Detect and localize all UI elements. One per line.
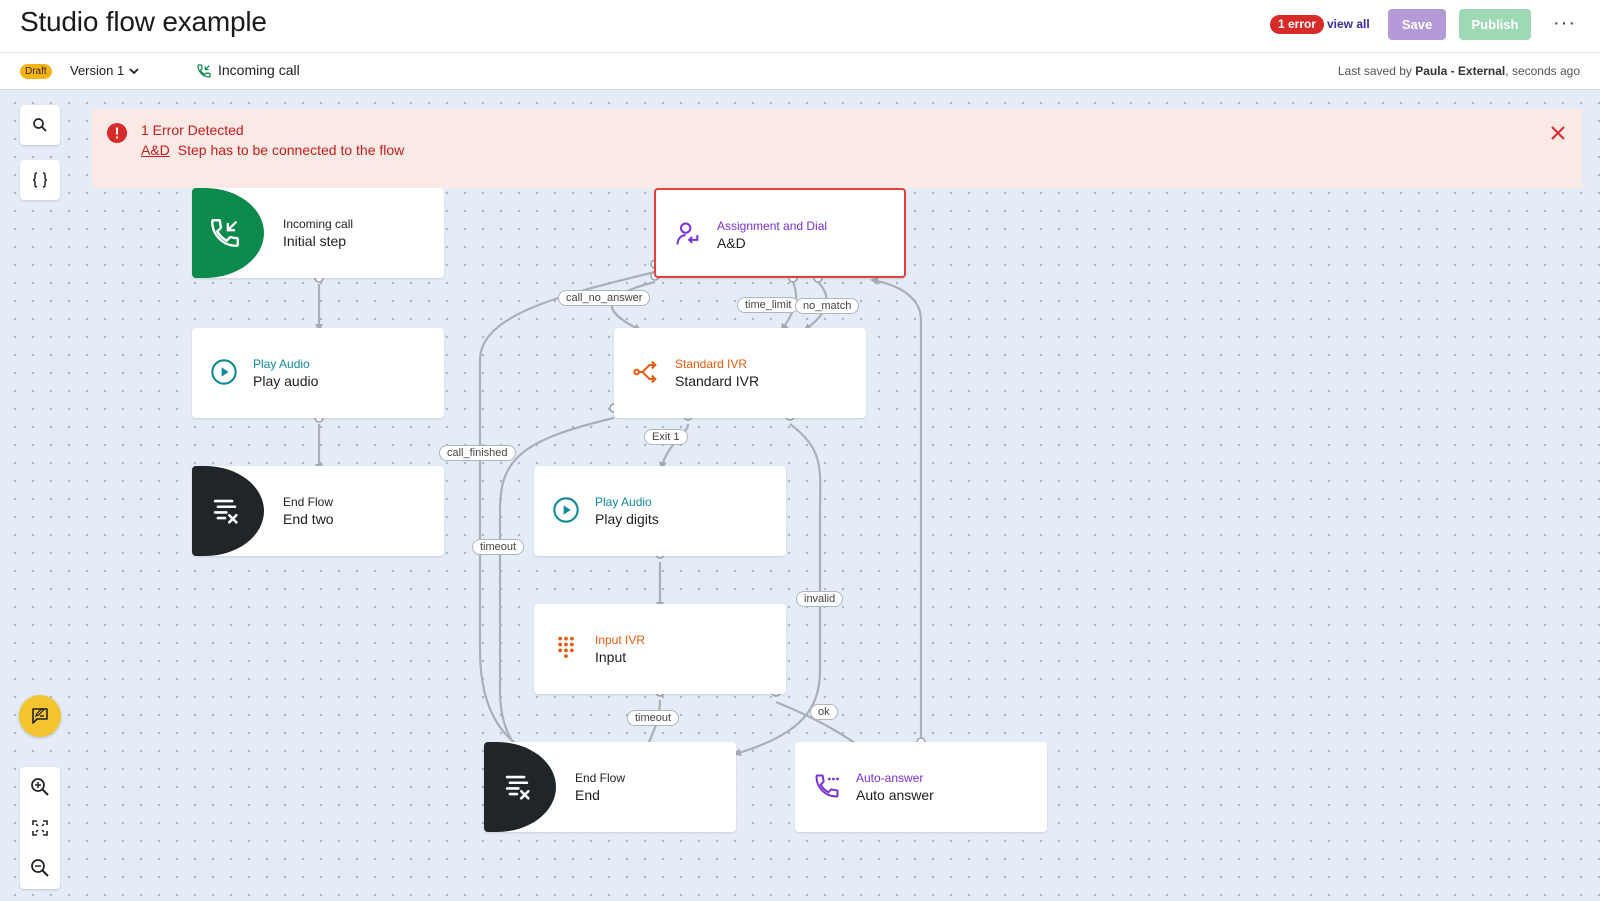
node-name: Standard IVR — [675, 373, 760, 389]
node-type-label: Incoming call — [283, 217, 354, 231]
node-assignment-and-dial[interactable]: Assignment and Dial A&D — [654, 188, 906, 278]
more-options-icon[interactable]: ··· — [1553, 12, 1576, 34]
feedback-button[interactable] — [19, 695, 61, 737]
error-banner: 1 Error Detected A&D Step has to be conne… — [92, 109, 1582, 188]
node-type-label: Play Audio — [595, 495, 652, 509]
error-step-link[interactable]: A&D — [141, 142, 170, 158]
fit-view-button[interactable] — [20, 808, 60, 848]
node-input-ivr[interactable]: Input IVR Input — [534, 604, 786, 694]
zoom-out-icon — [31, 859, 49, 877]
page-title: Studio flow example — [20, 6, 267, 37]
node-name: Auto answer — [856, 787, 934, 803]
close-icon[interactable] — [1550, 125, 1566, 141]
node-type-label: End Flow — [283, 495, 334, 509]
incoming-call-icon — [211, 219, 239, 247]
end-flow-icon — [505, 775, 530, 800]
trigger-label: Incoming call — [218, 62, 300, 78]
node-auto-answer[interactable]: Auto-answer Auto answer — [795, 742, 1047, 832]
error-description: Step has to be connected to the flow — [177, 142, 405, 158]
error-icon — [107, 123, 127, 143]
edge-label-time-limit: time_limit — [737, 297, 800, 313]
assignment-dial-icon — [676, 222, 699, 245]
save-button[interactable]: Save — [1388, 9, 1446, 40]
zoom-out-button[interactable] — [20, 848, 60, 888]
node-name: End — [575, 787, 600, 803]
flow-subheader: Draft Version 1 Incoming call Last saved… — [0, 53, 1600, 90]
feedback-icon — [32, 707, 48, 724]
node-name: Play audio — [253, 373, 319, 389]
publish-button[interactable]: Publish — [1459, 9, 1531, 40]
edge-label-no-match: no_match — [795, 298, 860, 314]
view-all-link[interactable]: view all — [1327, 17, 1370, 31]
play-icon — [553, 497, 579, 523]
chevron-down-icon[interactable] — [128, 65, 140, 77]
node-type-label: End Flow — [575, 771, 626, 785]
node-type-label: Play Audio — [253, 357, 310, 371]
app-header: Studio flow example 1 error view all Sav… — [0, 0, 1600, 53]
edge-label-call-no-answer: call_no_answer — [558, 290, 651, 306]
play-icon — [211, 359, 237, 385]
incoming-call-icon — [197, 64, 211, 78]
search-icon — [33, 118, 47, 132]
edge-label-invalid: invalid — [796, 591, 844, 607]
end-flow-icon — [213, 499, 238, 524]
auto-answer-icon — [815, 774, 839, 798]
node-end-flow[interactable]: End Flow End — [484, 742, 736, 832]
node-play-audio[interactable]: Play Audio Play audio — [192, 328, 444, 418]
last-saved-text: Last saved by Paula - External, seconds … — [1337, 64, 1580, 78]
edge-label-timeout: timeout — [472, 539, 525, 555]
fit-screen-icon — [32, 820, 48, 836]
search-button[interactable] — [20, 105, 60, 145]
error-banner-title: 1 Error Detected — [141, 122, 244, 138]
node-incoming-call[interactable]: Incoming call Initial step — [192, 188, 444, 278]
zoom-controls — [20, 767, 60, 889]
zoom-in-button[interactable] — [20, 767, 60, 807]
code-braces-icon — [32, 172, 48, 188]
node-name: A&D — [717, 235, 746, 251]
edge-label-exit-1: Exit 1 — [644, 429, 688, 445]
edge-label-ok: ok — [810, 704, 838, 720]
node-type-label: Assignment and Dial — [717, 219, 828, 233]
node-name: Initial step — [283, 233, 347, 249]
node-name: End two — [283, 511, 334, 527]
status-badge: Draft — [20, 64, 52, 79]
variables-button[interactable] — [20, 160, 60, 200]
zoom-in-icon — [31, 778, 49, 796]
node-type-label: Auto-answer — [856, 771, 924, 785]
keypad-icon — [558, 636, 574, 659]
error-banner-message: A&D Step has to be connected to the flow — [141, 142, 404, 158]
ivr-split-icon — [633, 360, 657, 384]
node-type-label: Standard IVR — [675, 357, 748, 371]
flow-canvas[interactable]: call_no_answer time_limit no_match Exit … — [0, 90, 1600, 901]
node-name: Input — [595, 649, 627, 665]
edge-label-timeout: timeout — [627, 710, 680, 726]
node-standard-ivr[interactable]: Standard IVR Standard IVR — [614, 328, 866, 418]
node-end-flow[interactable]: End Flow End two — [192, 466, 444, 556]
edge-label-call-finished: call_finished — [439, 445, 516, 461]
error-count-badge[interactable]: 1 error — [1270, 15, 1325, 34]
version-selector[interactable]: Version 1 — [70, 63, 125, 78]
node-type-label: Input IVR — [595, 633, 646, 647]
node-play-audio[interactable]: Play Audio Play digits — [534, 466, 786, 556]
node-name: Play digits — [595, 511, 659, 527]
